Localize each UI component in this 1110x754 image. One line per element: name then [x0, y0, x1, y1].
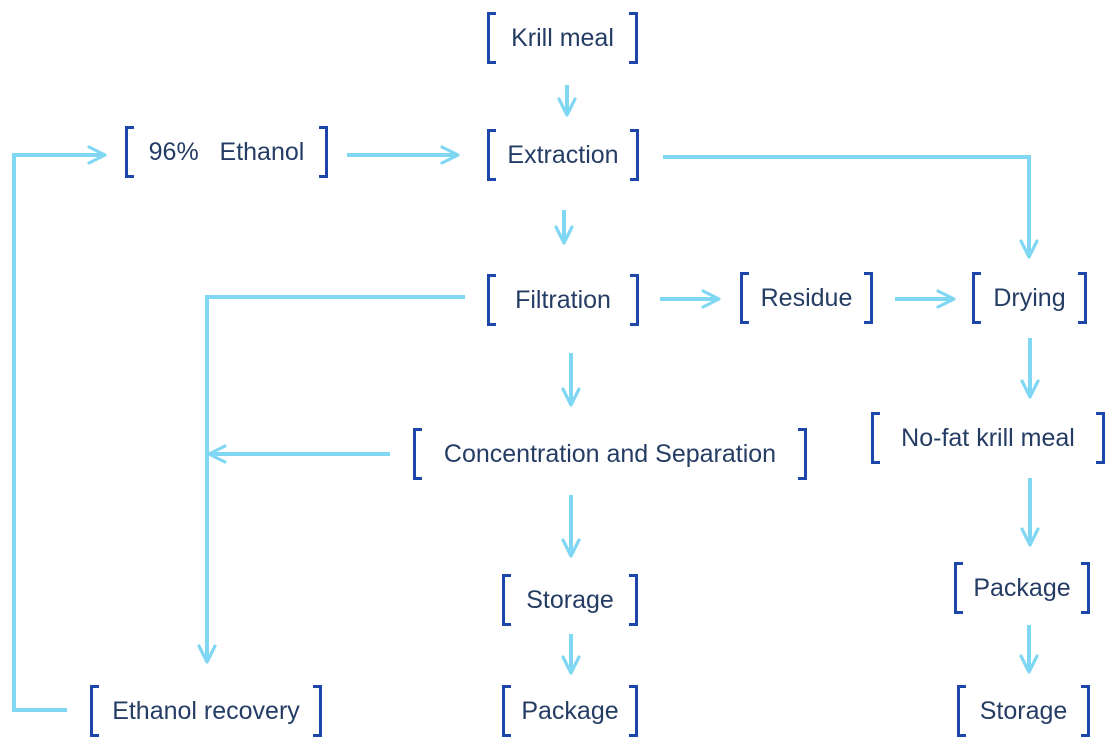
node-label: Storage	[979, 696, 1068, 725]
node-ethanol: 96% Ethanol	[125, 126, 328, 178]
node-ethanol-recovery: Ethanol recovery	[90, 685, 322, 737]
node-label: 96% Ethanol	[148, 137, 305, 166]
node-label: Storage	[526, 585, 614, 614]
node-label: Drying	[993, 283, 1066, 312]
node-krill-meal: Krill meal	[487, 12, 638, 64]
node-storage-right: Storage	[957, 685, 1090, 737]
node-package-right: Package	[954, 562, 1090, 614]
node-residue: Residue	[740, 272, 873, 324]
node-filtration: Filtration	[487, 274, 639, 326]
node-extraction: Extraction	[487, 129, 639, 181]
node-label: Concentration and Separation	[443, 439, 777, 468]
node-label: Package	[521, 696, 619, 725]
node-label: Extraction	[507, 140, 619, 169]
node-label: No-fat krill meal	[901, 423, 1075, 452]
node-drying: Drying	[972, 272, 1087, 324]
node-nofat-krill-meal: No-fat krill meal	[871, 412, 1105, 464]
node-label: Krill meal	[511, 23, 614, 52]
node-label: Package	[973, 573, 1071, 602]
arrow-filtration-to-recovery	[197, 295, 465, 664]
node-storage-mid: Storage	[502, 574, 638, 626]
node-concentration-separation: Concentration and Separation	[413, 428, 807, 480]
node-label: Ethanol recovery	[112, 696, 300, 725]
node-label: Residue	[760, 283, 853, 312]
node-package-mid: Package	[502, 685, 638, 737]
arrow-recovery-to-ethanol	[12, 145, 107, 712]
node-label: Filtration	[515, 285, 611, 314]
arrow-extraction-to-drying	[663, 155, 1039, 259]
